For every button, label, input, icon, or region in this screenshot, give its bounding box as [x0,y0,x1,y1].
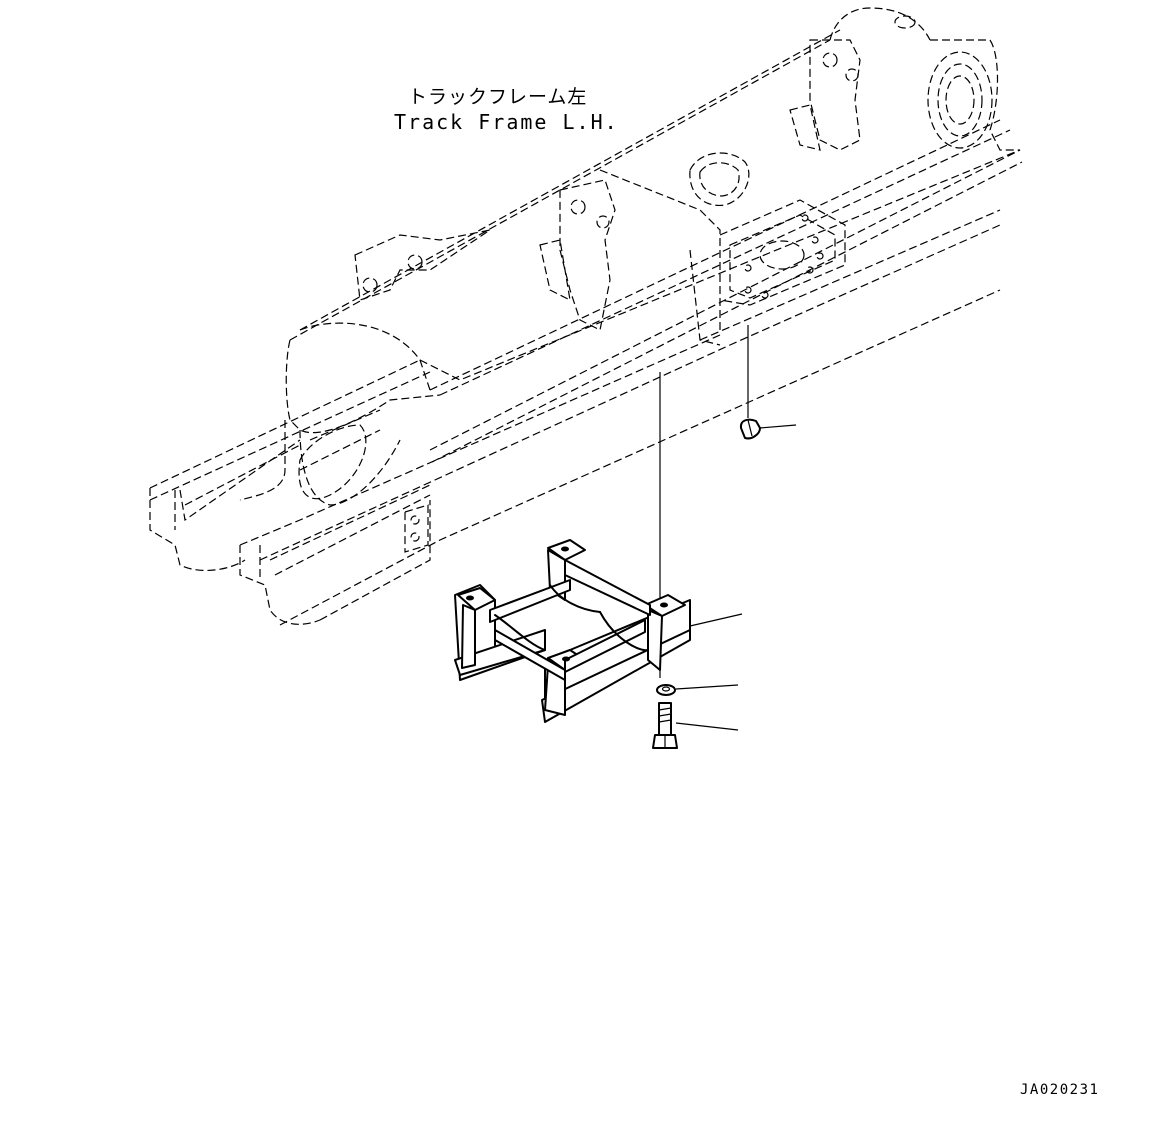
drawing-number: JA020231 [1020,1082,1100,1098]
plug-part [739,418,761,440]
roller-guard-part [454,539,691,723]
bolt-part [652,702,678,749]
track-frame [149,7,1023,626]
leader-lines [659,325,797,731]
frame-title-english: Track Frame L.H. [394,110,619,134]
frame-title-japanese: トラックフレーム左 [408,86,588,108]
washer-part [656,684,676,696]
